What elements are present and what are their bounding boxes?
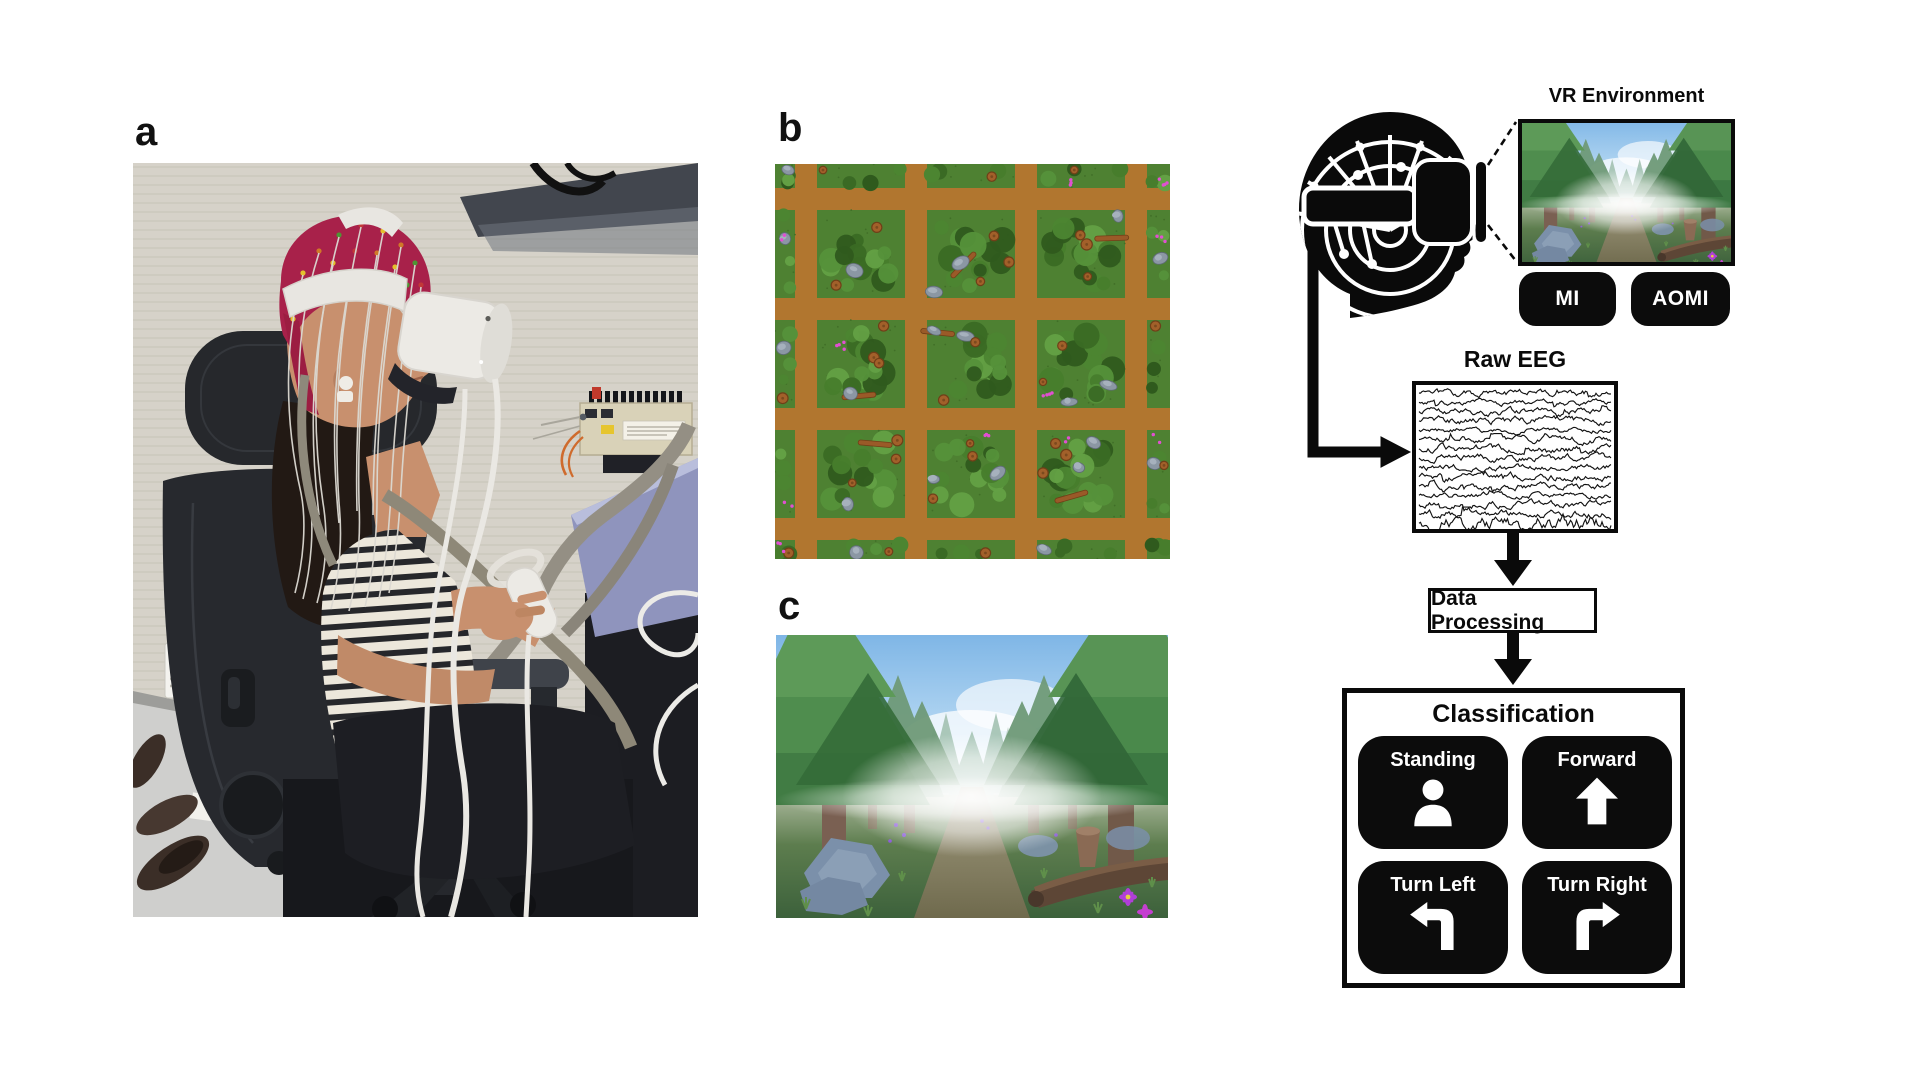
first-person-forest-view — [776, 635, 1168, 918]
data-processing-box: Data Processing — [1428, 586, 1597, 634]
arrow-up-icon — [1576, 777, 1618, 825]
ribbon-cable — [467, 421, 696, 692]
aomi-label: AOMI — [1652, 287, 1709, 310]
brain-eeg-vr-head-icon — [1298, 112, 1486, 318]
classification-title: Classification — [1432, 700, 1595, 728]
photo-eeg-vr-participant — [133, 163, 698, 917]
vr-headset — [282, 207, 513, 404]
vr-environment-title: VR Environment — [1548, 85, 1705, 107]
panel-c-label: c — [778, 584, 801, 628]
panel-a-label: a — [135, 110, 158, 154]
flow-arrow-processing-to-classification — [1507, 631, 1519, 661]
mi-button: MI — [1519, 272, 1616, 326]
turn-left-arrow-icon — [1410, 902, 1454, 950]
person-icon — [1414, 779, 1452, 827]
headset-cables — [414, 378, 533, 917]
trousers — [333, 703, 635, 880]
aomi-button: AOMI — [1631, 272, 1730, 326]
turn-right-arrow-icon — [1576, 902, 1620, 950]
forward-button: Forward — [1522, 736, 1672, 849]
vr-goggles — [1301, 158, 1486, 246]
data-processing-label: Data Processing — [1431, 586, 1545, 634]
standing-button: Standing — [1358, 736, 1508, 849]
raw-eeg-title: Raw EEG — [1463, 346, 1567, 372]
classification-box: Classification Standing Forward Turn Lef… — [1342, 688, 1685, 988]
panel-b-label: b — [778, 106, 803, 150]
projection-dashed-lines — [1486, 121, 1518, 262]
vr-environment-screenshot — [1518, 119, 1735, 266]
turn-right-button: Turn Right — [1522, 861, 1672, 974]
shelf — [460, 163, 698, 255]
standing-label: Standing — [1390, 749, 1476, 771]
flow-arrow-eeg-to-processing — [1507, 531, 1519, 562]
maze-forest-blocks — [775, 164, 1170, 559]
turn-left-button: Turn Left — [1358, 861, 1508, 974]
maze-top-view — [775, 164, 1170, 559]
mi-label: MI — [1555, 287, 1580, 310]
participant — [271, 207, 638, 917]
forward-label: Forward — [1557, 749, 1637, 771]
raw-eeg-plot — [1412, 381, 1618, 533]
slippers — [133, 734, 210, 891]
turn-left-label: Turn Left — [1390, 874, 1476, 896]
turn-right-label: Turn Right — [1547, 874, 1647, 896]
